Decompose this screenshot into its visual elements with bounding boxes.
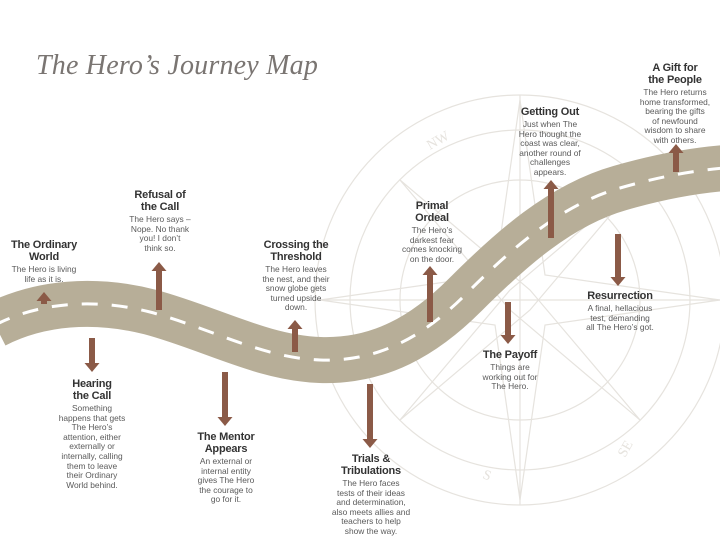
arrow-shaft	[505, 302, 511, 335]
arrow-shaft	[615, 234, 621, 277]
stage-getting-out: Getting Out Just when The Hero thought t…	[507, 106, 593, 178]
stage-refusal-of-the-call: Refusal of the Call The Hero says – Nope…	[118, 189, 202, 253]
stage-description: The Hero says – Nope. No thank you! I do…	[129, 214, 191, 253]
stage-title: Resurrection	[587, 290, 653, 302]
compass-s: S	[481, 468, 493, 485]
stage-primal-ordeal: Primal Ordeal The Hero’s darkest fear co…	[392, 200, 472, 264]
stage-mentor-appears: The Mentor Appears An external or intern…	[183, 431, 269, 505]
road	[0, 145, 720, 384]
stage-description: Something happens that gets The Hero’s a…	[58, 403, 126, 490]
arrow-head	[287, 320, 303, 329]
arrow-shaft	[673, 153, 679, 172]
stage-description: Things are working out for The Hero.	[482, 362, 538, 392]
stage-title: The Ordinary World	[10, 239, 78, 263]
stage-description: A final, hellacious test, demanding all …	[586, 303, 654, 333]
arrow-gift-for-the-people	[668, 144, 684, 172]
arrow-trials-tribulations	[362, 384, 378, 448]
stage-resurrection: Resurrection A final, hellacious test, d…	[576, 290, 664, 333]
stage-hearing-the-call: Hearing the Call Something happens that …	[48, 378, 136, 490]
arrow-head	[36, 292, 52, 301]
stage-title: The Mentor Appears	[197, 431, 255, 455]
stage-title: Hearing the Call	[72, 378, 112, 402]
arrow-shaft	[427, 275, 433, 322]
stage-description: The Hero is living life as it is.	[11, 264, 77, 284]
stage-title: Getting Out	[520, 106, 580, 118]
arrow-shaft	[222, 372, 228, 417]
stage-ordinary-world: The Ordinary World The Hero is living li…	[4, 239, 84, 284]
arrow-getting-out	[543, 180, 559, 238]
stage-arrows	[36, 144, 684, 448]
arrow-ordinary-world	[36, 292, 52, 304]
stage-trials-tribulations: Trials & Tribulations The Hero faces tes…	[320, 453, 422, 537]
stage-description: An external or internal entity gives The…	[197, 456, 255, 505]
arrow-primal-ordeal	[422, 266, 438, 322]
arrow-shaft	[156, 271, 162, 310]
arrow-shaft	[548, 189, 554, 238]
stage-title: Refusal of the Call	[134, 189, 186, 213]
stage-description: The Hero’s darkest fear comes knocking o…	[401, 225, 463, 264]
arrow-head	[362, 439, 378, 448]
compass-labels: NW SE S	[425, 128, 637, 484]
compass-nw: NW	[425, 128, 453, 153]
stage-title: A Gift for the People	[648, 62, 702, 86]
compass-se: SE	[615, 438, 636, 460]
arrow-head	[151, 262, 167, 271]
stage-title: The Payoff	[482, 349, 538, 361]
stage-description: The Hero faces tests of their ideas and …	[331, 478, 411, 536]
page-title: The Hero’s Journey Map	[36, 50, 319, 81]
arrow-refusal-of-the-call	[151, 262, 167, 310]
arrow-hearing-the-call	[84, 338, 100, 372]
stage-gift-for-the-people: A Gift for the People The Hero returns h…	[630, 62, 720, 146]
arrow-head	[610, 277, 626, 286]
arrow-head	[217, 417, 233, 426]
stage-crossing-threshold: Crossing the Threshold The Hero leaves t…	[250, 239, 342, 313]
arrow-crossing-threshold	[287, 320, 303, 352]
stage-the-payoff: The Payoff Things are working out for Th…	[468, 349, 552, 392]
stage-title: Trials & Tribulations	[341, 453, 401, 477]
road-center-dashes	[0, 166, 720, 362]
arrow-head	[668, 144, 684, 153]
stage-title: Crossing the Threshold	[263, 239, 329, 263]
stage-description: The Hero returns home transformed, beari…	[639, 87, 711, 145]
arrow-head	[84, 363, 100, 372]
arrow-head	[422, 266, 438, 275]
arrow-shaft	[89, 338, 95, 363]
arrow-shaft	[41, 301, 47, 304]
stage-description: Just when The Hero thought the coast was…	[518, 119, 582, 177]
arrow-head	[500, 335, 516, 344]
arrow-mentor-appears	[217, 372, 233, 426]
arrow-the-payoff	[500, 302, 516, 344]
arrow-resurrection	[610, 234, 626, 286]
arrow-shaft	[292, 329, 298, 352]
arrow-head	[543, 180, 559, 189]
stage-description: The Hero leaves the nest, and their snow…	[262, 264, 330, 313]
arrow-shaft	[367, 384, 373, 439]
stage-title: Primal Ordeal	[415, 200, 449, 224]
